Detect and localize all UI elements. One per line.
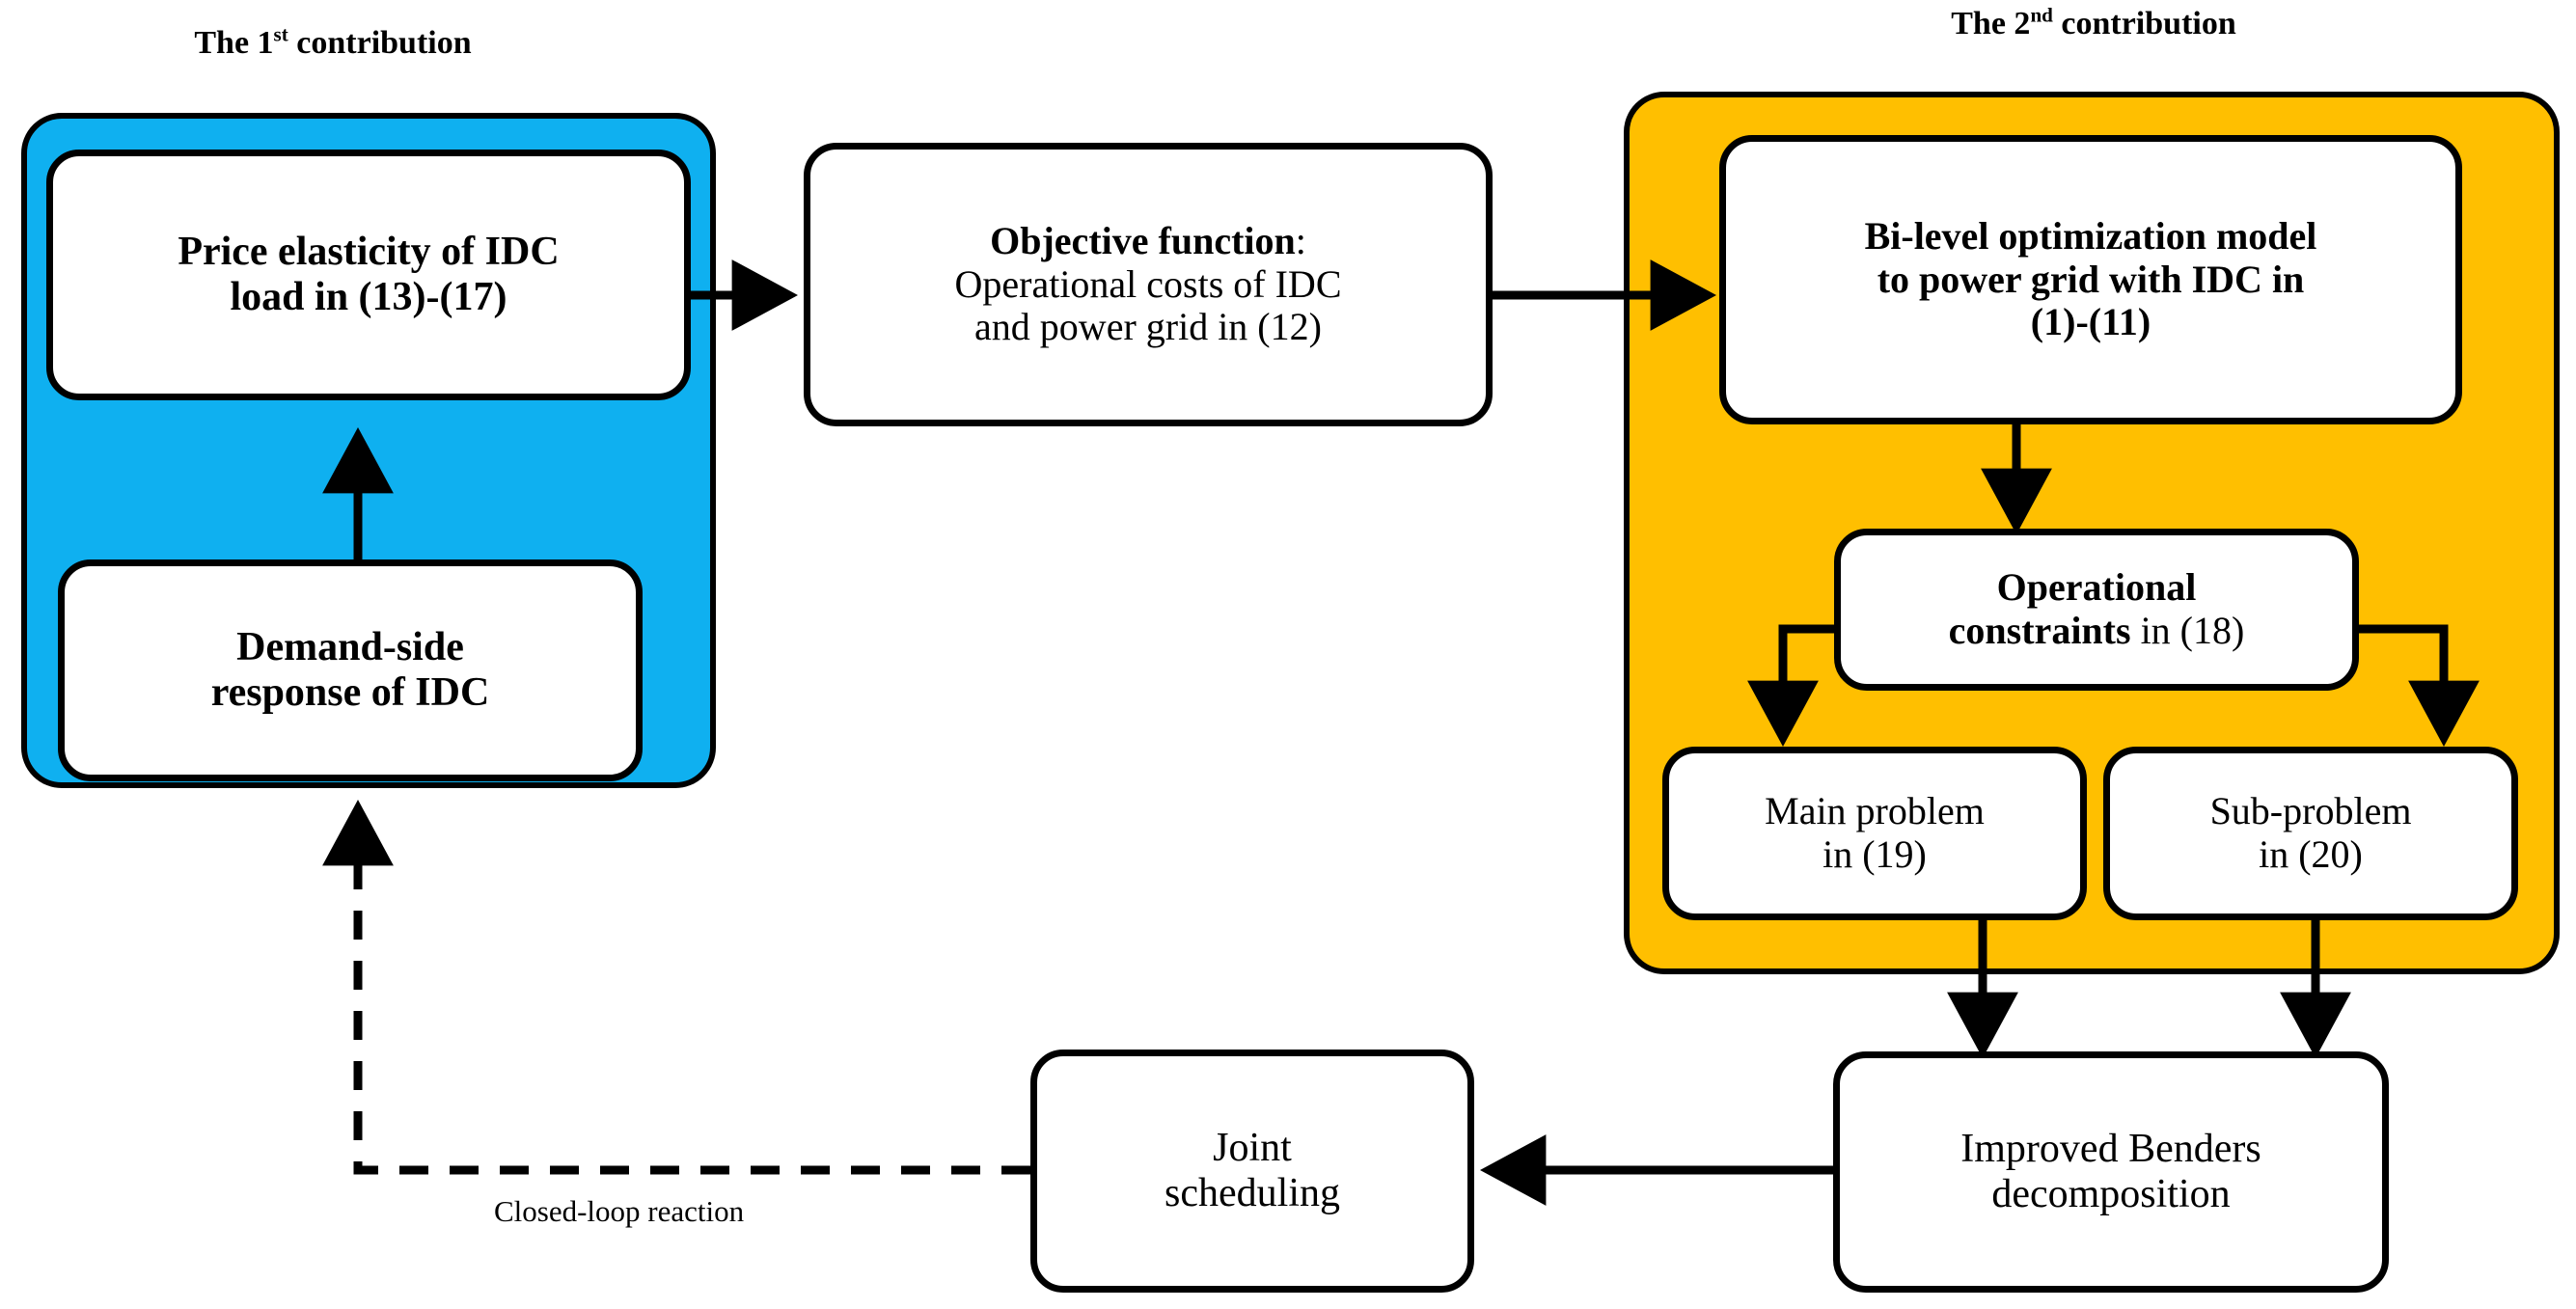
objective-line-1-bold: Objective function — [990, 218, 1296, 262]
price-elasticity-line-2: load in (13)-(17) — [230, 275, 507, 319]
objective-line-3: and power grid in (12) — [974, 305, 1322, 349]
node-operational-constraints[interactable]: Operational constraints in (18) — [1834, 529, 2359, 691]
contribution-1-label-suffix: contribution — [288, 25, 472, 61]
node-demand-side-response[interactable]: Demand-side response of IDC — [58, 559, 643, 781]
sub-problem-line-1: Sub-problem — [2209, 789, 2412, 833]
node-objective-function[interactable]: Objective function: Operational costs of… — [804, 143, 1493, 426]
edge-joint-to-demand-dashed — [322, 799, 1030, 1175]
constraints-line-2-bold: constraints — [1948, 609, 2131, 652]
joint-scheduling-line-2: scheduling — [1165, 1171, 1340, 1215]
main-problem-line-2: in (19) — [1822, 832, 1927, 876]
benders-line-2: decomposition — [1991, 1172, 2231, 1216]
constraints-line-1: Operational — [1996, 565, 2197, 610]
contribution-2-label-suffix: contribution — [2052, 6, 2236, 41]
node-bilevel-model[interactable]: Bi-level optimization model to power gri… — [1719, 135, 2462, 424]
node-joint-scheduling[interactable]: Joint scheduling — [1030, 1050, 1474, 1293]
bilevel-line-2: to power grid with IDC in — [1877, 257, 2305, 301]
closed-loop-reaction-label: Closed-loop reaction — [494, 1194, 745, 1228]
contribution-2-label: The 2nd contribution — [1852, 5, 2335, 41]
objective-line-2: Operational costs of IDC — [954, 261, 1342, 306]
bilevel-line-3: (1)-(11) — [2030, 300, 2151, 344]
contribution-1-label-prefix: The 1 — [194, 25, 274, 61]
main-problem-line-1: Main problem — [1765, 789, 1985, 833]
node-improved-benders[interactable]: Improved Benders decomposition — [1833, 1051, 2389, 1293]
joint-scheduling-line-1: Joint — [1213, 1125, 1292, 1170]
objective-line-1-tail: : — [1295, 218, 1306, 262]
node-sub-problem[interactable]: Sub-problem in (20) — [2103, 747, 2518, 920]
contribution-1-label: The 1st contribution — [92, 24, 574, 61]
demand-side-line-1: Demand-side — [236, 624, 464, 669]
price-elasticity-line-1: Price elasticity of IDC — [178, 229, 560, 274]
constraints-line-2-tail: in (18) — [2130, 609, 2245, 652]
contribution-2-label-ordinal: nd — [2030, 3, 2053, 27]
benders-line-1: Improved Benders — [1960, 1126, 2261, 1171]
contribution-2-label-prefix: The 2 — [1951, 6, 2031, 41]
sub-problem-line-2: in (20) — [2259, 832, 2363, 876]
node-main-problem[interactable]: Main problem in (19) — [1662, 747, 2087, 920]
bilevel-line-1: Bi-level optimization model — [1864, 213, 2317, 258]
contribution-1-label-ordinal: st — [273, 22, 288, 46]
demand-side-line-2: response of IDC — [210, 670, 490, 715]
node-price-elasticity[interactable]: Price elasticity of IDC load in (13)-(17… — [46, 150, 691, 400]
